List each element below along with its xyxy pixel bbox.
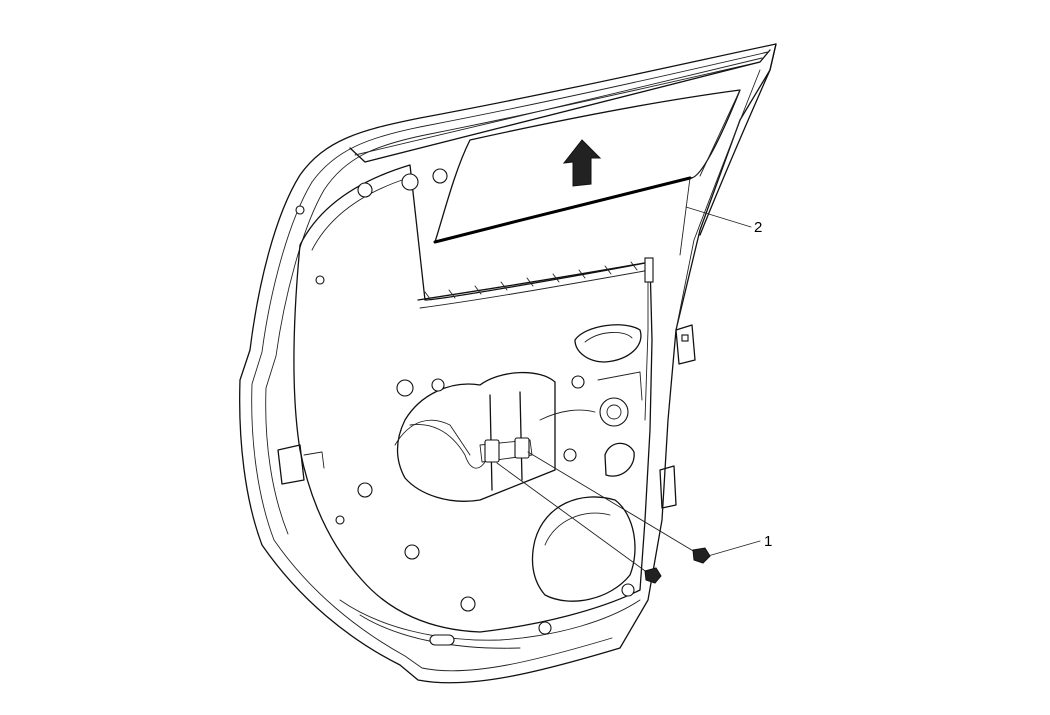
callout-1: 1 [707, 533, 772, 557]
door-outer-frame [239, 43, 777, 684]
fastener-bolt-1 [527, 451, 711, 564]
up-arrow-icon [562, 139, 602, 187]
callout-1-label: 1 [764, 533, 772, 550]
door-handle [574, 324, 642, 363]
callout-2-leader [685, 206, 752, 228]
window-regulator [409, 257, 654, 491]
callout-2: 2 [685, 206, 762, 236]
window-glass [433, 89, 741, 256]
hinge-lower [659, 465, 677, 509]
fastener-bolt-2 [496, 462, 662, 584]
callout-1-leader [707, 540, 761, 557]
callout-2-label: 2 [754, 219, 762, 236]
panel-holes [295, 168, 635, 646]
door-inner-panel [293, 164, 653, 649]
hinge-upper [675, 324, 696, 365]
latch-assembly [597, 371, 643, 477]
door-check-bracket [277, 444, 325, 485]
